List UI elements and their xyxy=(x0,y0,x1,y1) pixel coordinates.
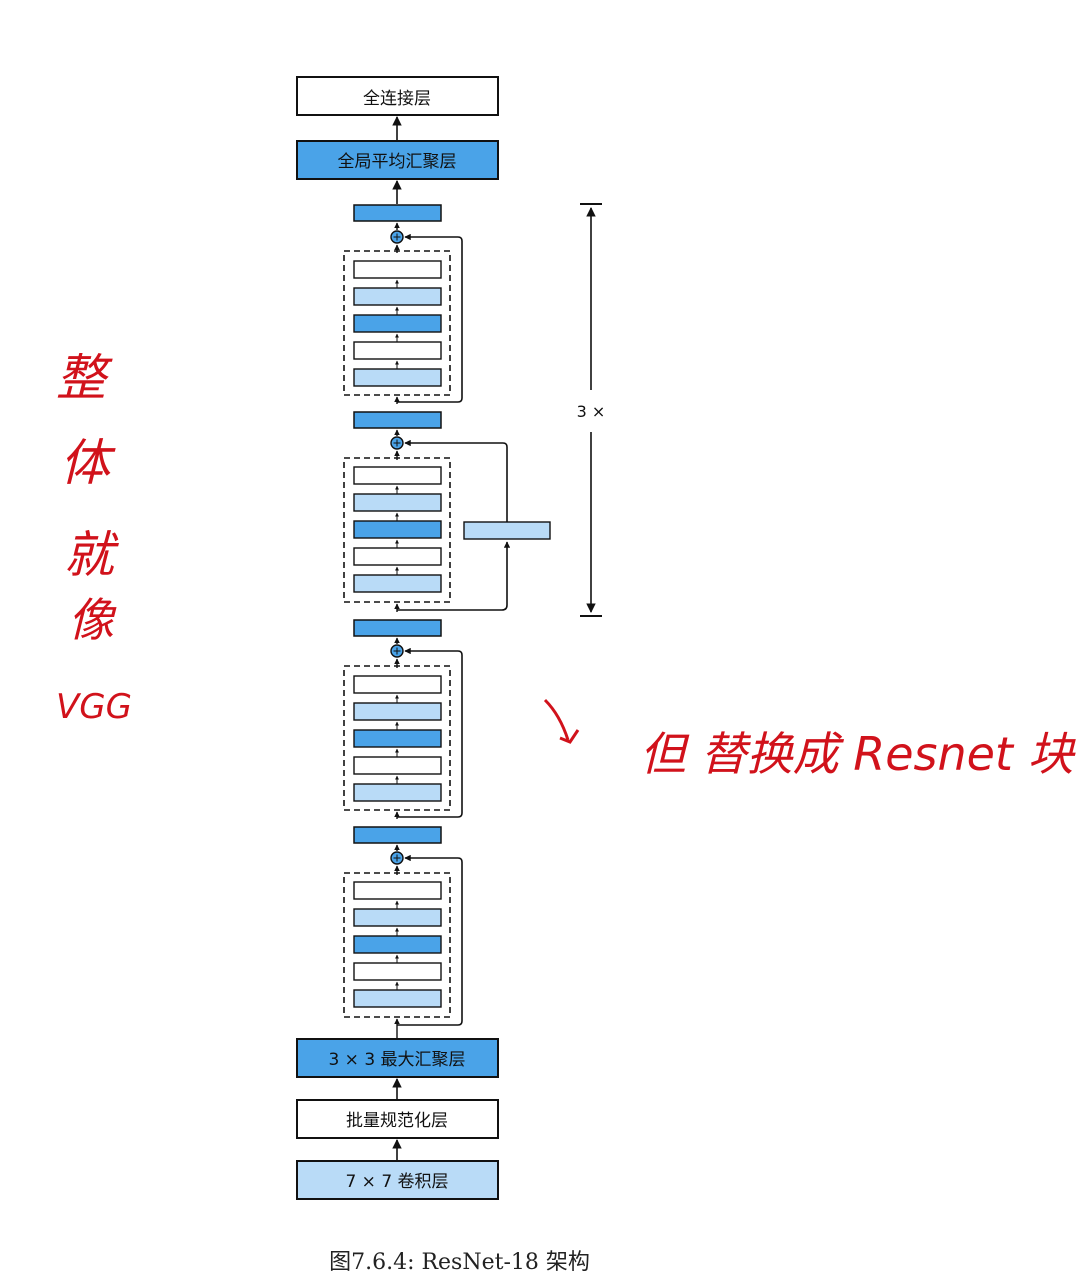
conv7-layer: 7 × 7 卷积层 xyxy=(296,1160,499,1200)
block-inner-layer xyxy=(353,574,442,593)
figure-caption: 图7.6.4: ResNet-18 架构 xyxy=(329,1250,590,1275)
block-inner-layer xyxy=(353,908,442,927)
global-avg-pool-layer: 全局平均汇聚层 xyxy=(296,140,499,180)
max-pool-label: 3 × 3 最大汇聚层 xyxy=(328,1050,465,1070)
annotation-left-1: 整 xyxy=(56,349,113,407)
conv7-label: 7 × 7 卷积层 xyxy=(345,1172,448,1192)
residual-block-dashed-box xyxy=(343,665,451,811)
handwritten-annotations: 整 体 就 像 VGG 但 替换成 Resnet 块 xyxy=(56,349,1077,781)
block-inner-layer xyxy=(353,368,442,387)
annotation-left-3: 就 xyxy=(64,526,119,584)
residual-block-dashed-box xyxy=(343,457,451,603)
block-inner-layer xyxy=(353,493,442,512)
block-output-bar xyxy=(353,826,442,844)
block-inner-layer xyxy=(353,547,442,566)
block-inner-layer xyxy=(353,314,442,333)
skip-connection xyxy=(397,233,463,403)
annotation-arrow xyxy=(543,698,580,744)
block-inner-layer xyxy=(353,702,442,721)
block-inner-layer xyxy=(353,935,442,954)
block-inner-layer xyxy=(353,989,442,1008)
skip-connection xyxy=(397,647,463,818)
max-pool-layer: 3 × 3 最大汇聚层 xyxy=(296,1038,499,1078)
skip-connection xyxy=(404,439,508,522)
residual-block-dashed-box xyxy=(343,250,451,396)
block-inner-layer xyxy=(353,287,442,306)
repeat-label: 3 × xyxy=(577,402,606,421)
block-inner-layer xyxy=(353,962,442,981)
global-avg-pool-label: 全局平均汇聚层 xyxy=(338,152,457,172)
block-inner-layer xyxy=(353,341,442,360)
block-output-bar xyxy=(353,411,442,429)
block-inner-layer xyxy=(353,783,442,802)
block-inner-layer xyxy=(353,520,442,539)
annotation-right: 但 替换成 Resnet 块 xyxy=(640,727,1077,781)
skip-connection xyxy=(397,854,463,1026)
block-output-bar xyxy=(353,619,442,637)
annotation-left-4: 像 xyxy=(68,593,117,647)
block-inner-layer xyxy=(353,260,442,279)
annotation-left-2: 体 xyxy=(60,434,116,492)
residual-blocks xyxy=(343,204,551,1039)
block-inner-layer xyxy=(353,881,442,900)
repeat-bracket: 3 × xyxy=(577,203,606,617)
annotation-vgg: VGG xyxy=(56,687,132,727)
skip-connection xyxy=(397,541,511,611)
projection-conv-layer xyxy=(463,521,551,540)
fc-layer: 全连接层 xyxy=(296,76,499,116)
block-inner-layer xyxy=(353,466,442,485)
batch-norm-label: 批量规范化层 xyxy=(346,1111,448,1131)
batch-norm-layer: 批量规范化层 xyxy=(296,1099,499,1139)
block-output-bar xyxy=(353,204,442,222)
block-inner-layer xyxy=(353,675,442,694)
block-inner-layer xyxy=(353,729,442,748)
fc-layer-label: 全连接层 xyxy=(363,89,431,109)
block-inner-layer xyxy=(353,756,442,775)
residual-block-dashed-box xyxy=(343,872,451,1018)
